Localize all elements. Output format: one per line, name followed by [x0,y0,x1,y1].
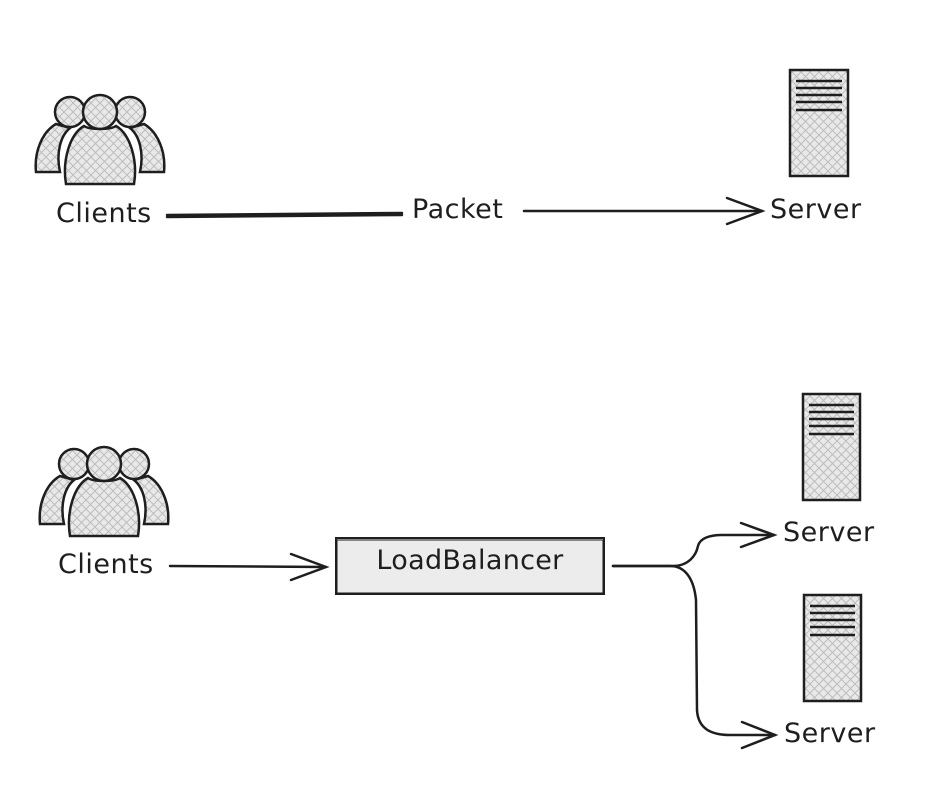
lb-to-servers-arrows [611,521,779,750]
server-icon-bottom-1 [801,392,862,502]
load-balancer-label: LoadBalancer [376,545,564,576]
load-balancer-box [335,537,605,595]
clients-label-bottom: Clients [58,549,154,580]
clients-to-lb-arrow [168,552,330,582]
clients-icon-bottom [38,445,170,538]
server-label-top: Server [770,194,862,225]
server-label-bottom-1: Server [783,517,875,548]
server-icon-top [788,68,850,178]
packet-arrow [165,196,766,226]
clients-label-top: Clients [56,198,152,229]
server-icon-bottom-2 [802,593,863,703]
packet-label: Packet [412,194,504,225]
server-label-bottom-2: Server [784,718,876,749]
clients-icon-top [34,93,166,186]
